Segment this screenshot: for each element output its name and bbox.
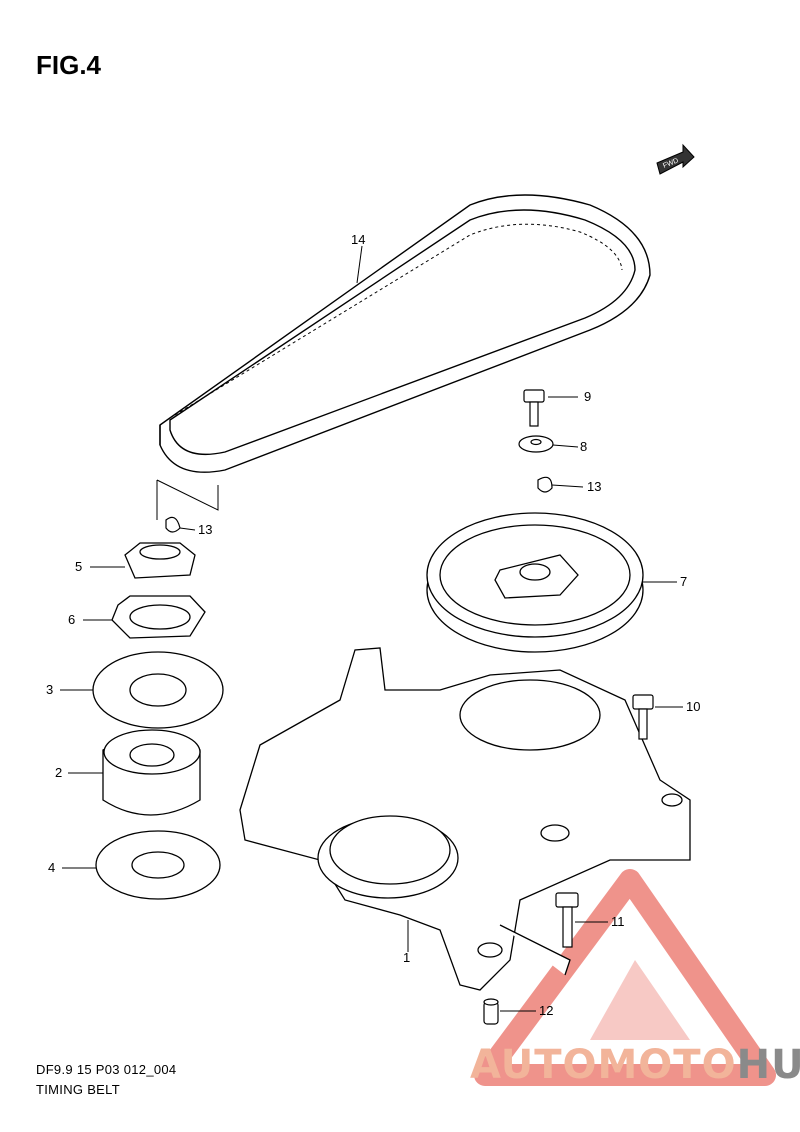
callout-labels: 14 9 8 13 13 5 6 3 2 4 7 10 1 11 12 — [46, 232, 700, 1018]
bolt-9 — [523, 389, 545, 427]
driven-pulley-7 — [426, 512, 644, 653]
watermark-text-part2: HUB — [736, 1042, 800, 1088]
leader-lines — [60, 245, 683, 1012]
callout-11: 11 — [611, 914, 625, 929]
lock-washer-6 — [111, 595, 206, 639]
callout-1: 1 — [403, 950, 410, 965]
callout-8: 8 — [580, 439, 587, 454]
timing-belt — [159, 194, 651, 473]
watermark-text-part1: AUTOMOTO — [470, 1042, 737, 1088]
callout-10: 10 — [686, 699, 700, 714]
figure-name: TIMING BELT — [36, 1082, 120, 1097]
callout-7: 7 — [680, 574, 687, 589]
washer-8 — [518, 435, 554, 453]
callout-2: 2 — [55, 765, 62, 780]
guide-lines-left — [156, 479, 219, 520]
bolt-10 — [632, 694, 654, 740]
nut-5 — [124, 542, 196, 579]
woodruff-key-13-upper — [537, 476, 553, 493]
woodruff-key-13-lower — [165, 516, 181, 533]
fwd-arrow-icon: FWD — [656, 143, 695, 175]
flange-4 — [95, 830, 221, 900]
bracket-1 — [239, 647, 691, 991]
drive-pulley-2 — [102, 729, 201, 816]
dowel-pin-12 — [483, 998, 499, 1025]
callout-9: 9 — [584, 389, 591, 404]
callout-5: 5 — [75, 559, 82, 574]
callout-6: 6 — [68, 612, 75, 627]
watermark-logo — [474, 869, 776, 1086]
callout-13-upper: 13 — [587, 479, 601, 494]
figure-title: FIG.4 — [36, 50, 102, 80]
callout-3: 3 — [46, 682, 53, 697]
bolt-11 — [555, 892, 579, 948]
callout-14: 14 — [351, 232, 365, 247]
watermark-text: AUTOMOTOHUB — [470, 1042, 800, 1088]
callout-12: 12 — [539, 1003, 553, 1018]
flange-3 — [92, 651, 224, 729]
callout-13-lower: 13 — [198, 522, 212, 537]
callout-4: 4 — [48, 860, 55, 875]
figure-code: DF9.9 15 P03 012_004 — [36, 1062, 177, 1077]
